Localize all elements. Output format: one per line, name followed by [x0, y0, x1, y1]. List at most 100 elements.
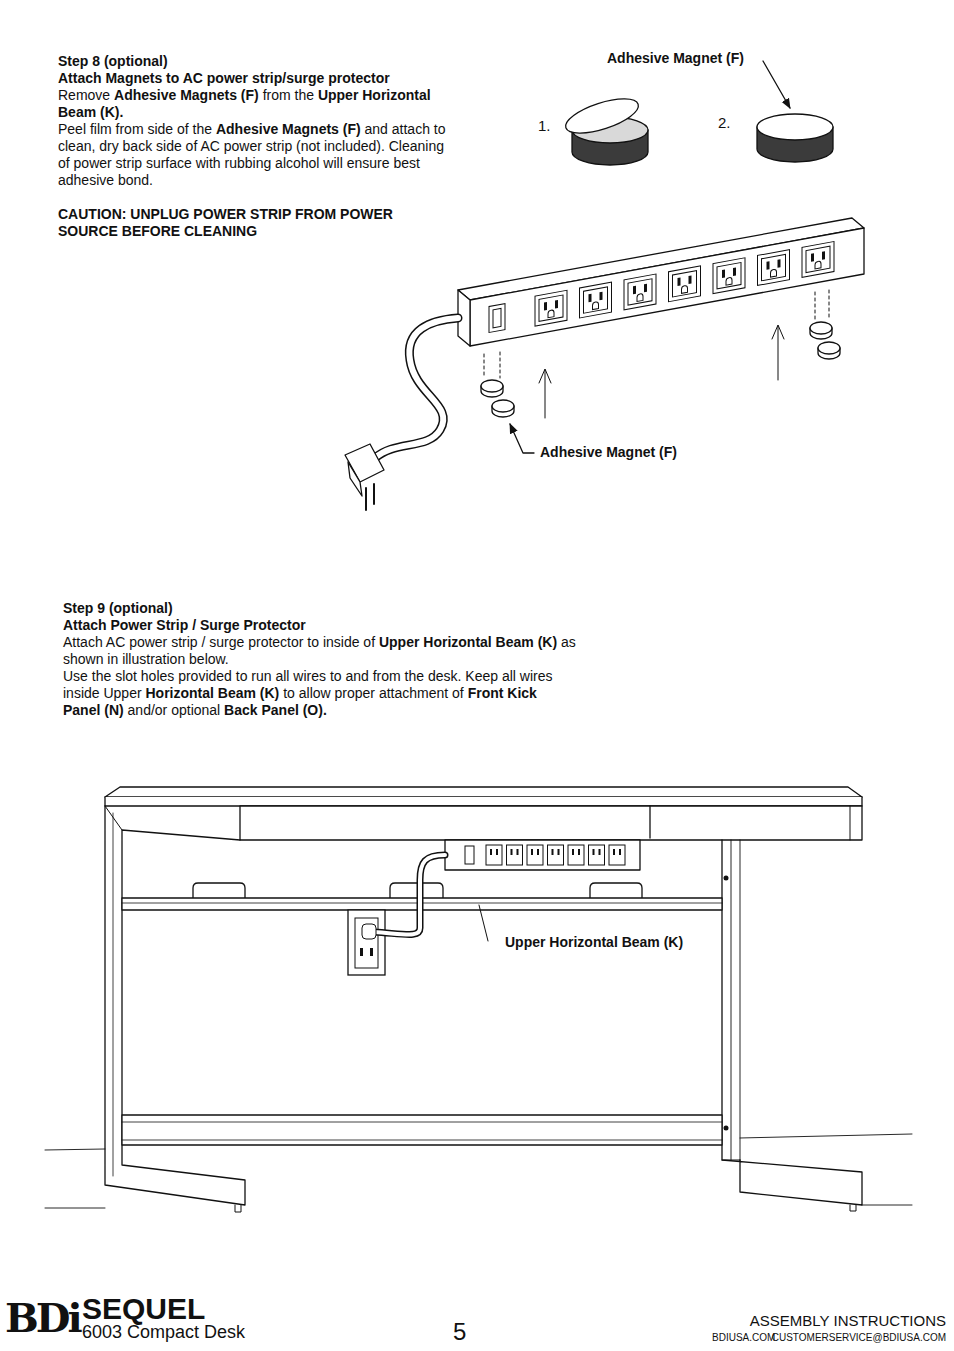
body-text: Attach AC power strip / surge protector …	[63, 634, 379, 650]
plug-prong	[366, 484, 374, 510]
paragraph: CAUTION: UNPLUG POWER STRIP FROM POWER S…	[58, 206, 403, 240]
outlet-slot	[531, 849, 533, 855]
paragraph: Attach AC power strip / surge protector …	[63, 634, 578, 668]
product-name: SEQUEL	[82, 1292, 205, 1327]
power-cord	[375, 318, 458, 458]
outlet	[713, 258, 745, 294]
power-strip	[445, 840, 640, 870]
power-cord-inner	[374, 855, 445, 935]
guide-line	[815, 290, 829, 320]
outlet-frame	[580, 282, 612, 318]
outlet-slot	[767, 261, 770, 270]
paragraph: Peel film from side of theAdhesive Magne…	[58, 121, 453, 189]
right-side	[722, 840, 862, 1205]
leader-line	[479, 905, 488, 941]
outlet-frame	[669, 266, 701, 302]
outlet-slot	[544, 302, 547, 311]
brand-logo: BDi	[5, 1295, 80, 1341]
outlet	[609, 845, 625, 865]
outlet	[758, 250, 790, 286]
right-side-line	[731, 840, 740, 1160]
bold-text: Upper Horizontal Beam (K)	[379, 634, 561, 650]
slot-hole	[193, 883, 245, 898]
outlet-frame	[535, 290, 567, 326]
power-cord	[374, 855, 445, 935]
paragraph: Attach Power Strip / Surge Protector	[63, 617, 578, 634]
outlet-frame	[802, 241, 834, 277]
bold-text: Adhesive Magnets (F)	[216, 121, 365, 137]
outlet-face	[673, 271, 697, 297]
bold-text: Horizontal Beam (K)	[146, 685, 284, 701]
outlet	[669, 266, 701, 302]
drawer-edge	[850, 806, 851, 840]
magnet-top	[757, 114, 833, 140]
callout-number: 1.	[538, 117, 551, 134]
email: CUSTOMERSERVICE@BDIUSA.COM	[772, 1332, 946, 1344]
outlet-slot	[778, 259, 781, 268]
magnet-top	[818, 342, 840, 354]
footer-heading: ASSEMBLY INSTRUCTIONS	[750, 1312, 946, 1329]
screw	[724, 1126, 729, 1131]
outlet-slot	[633, 286, 636, 295]
drawer-split	[649, 806, 650, 838]
outlet-slot	[613, 849, 615, 855]
leader-line	[510, 424, 534, 453]
desk-foot	[850, 1205, 856, 1211]
outlet-slot	[722, 269, 725, 278]
bold-text: Attach Power Strip / Surge Protector	[63, 617, 306, 633]
drawer-front	[240, 806, 862, 840]
screw	[724, 876, 729, 881]
plug-side	[348, 462, 362, 496]
body-text: Remove	[58, 87, 114, 103]
lower-beam	[122, 1115, 722, 1145]
outlet-frame	[624, 274, 656, 310]
direction-arrow	[772, 325, 784, 380]
bold-text: Step 8 (optional)	[58, 53, 168, 69]
outlet-ground	[637, 293, 643, 301]
outlet	[589, 845, 605, 865]
outlet-face	[806, 246, 830, 272]
paragraph: Attach Magnets to AC power strip/surge p…	[58, 70, 453, 87]
outlet-frame	[713, 258, 745, 294]
outlet-slot	[589, 294, 592, 303]
body-text: Peel film from side of the	[58, 121, 216, 137]
switch-frame	[489, 304, 505, 333]
wall-plate	[348, 910, 385, 975]
outlet-ground	[815, 261, 821, 269]
outlet-ground	[682, 285, 688, 293]
power-switch	[489, 304, 505, 333]
outlet-slot	[517, 849, 519, 855]
desk-foot	[235, 1205, 241, 1212]
power-cord-inner	[375, 318, 458, 458]
outlet	[527, 845, 543, 865]
part-label: Adhesive Magnet (F)	[540, 444, 677, 460]
bold-text: Attach Magnets to AC power strip/surge p…	[58, 70, 390, 86]
paragraph: RemoveAdhesive Magnets (F)from theUpper …	[58, 87, 453, 121]
part-label: Upper Horizontal Beam (K)	[505, 934, 683, 950]
outlet-ground	[726, 277, 732, 285]
paragraph: Step 8 (optional)	[58, 53, 453, 70]
magnet-top	[810, 322, 832, 334]
part-label: Adhesive Magnet (F)	[607, 50, 744, 66]
outlet-slot	[555, 300, 558, 309]
outlet-slot	[619, 849, 621, 855]
power-switch	[465, 846, 474, 864]
switch-rocker	[493, 308, 501, 327]
outlet-slot	[360, 948, 363, 956]
callout-number: 2.	[718, 114, 731, 131]
page-number: 5	[453, 1318, 466, 1346]
outlet-slot	[811, 253, 814, 262]
bold-text: Adhesive Magnets (F)	[114, 87, 263, 103]
peel-film	[562, 92, 642, 140]
desk-top-edge	[105, 797, 862, 806]
bold-text: Back Panel (O).	[224, 702, 327, 718]
outlet-ground	[593, 302, 599, 310]
outlet-slot	[490, 849, 492, 855]
guide-line	[484, 352, 500, 378]
outlet-frame	[758, 250, 790, 286]
outlet-slot	[599, 849, 601, 855]
outlet	[486, 845, 502, 865]
body-text: to allow proper attachment of	[283, 685, 467, 701]
plug	[362, 924, 376, 939]
outlet-slot	[578, 849, 580, 855]
